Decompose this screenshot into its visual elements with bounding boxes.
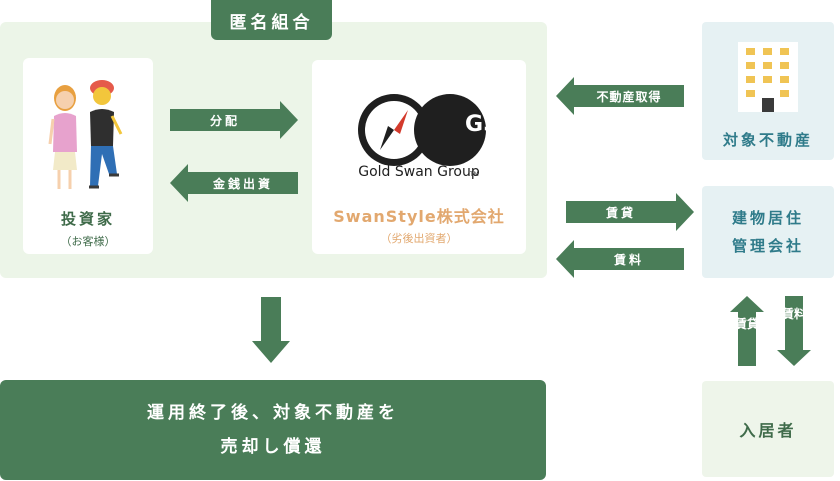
investor-card: 投資家 （お客様）: [23, 58, 153, 254]
lease-out-label: 賃貸: [605, 206, 636, 220]
rent-up-label: 賃料: [782, 307, 807, 321]
company-subtitle: （劣後出資者）: [380, 232, 458, 245]
distribution-arrow: 分配: [170, 101, 298, 143]
logo-tm: TM: [470, 171, 479, 178]
rent-in-arrow: 賃料: [556, 240, 684, 282]
fund-title: 匿名組合: [211, 0, 332, 40]
lease-out-arrow: 賃貸: [566, 193, 694, 235]
property-title: 対象不動産: [722, 131, 813, 149]
company-card: GSG TM Gold Swan Group SwanStyle株式会社 （劣後…: [312, 60, 526, 254]
company-name: SwanStyle株式会社: [333, 207, 505, 226]
outcome-box: 運用終了後、対象不動産を 売却し償還: [0, 380, 546, 480]
lease-down-arrow: 賃貸: [730, 296, 764, 370]
investor-subtitle: （お客様）: [60, 235, 116, 248]
building-icon: [738, 42, 798, 112]
lease-down-label: 賃貸: [735, 317, 760, 331]
manager-box: 建物居住 管理会社: [702, 186, 834, 278]
resident-box: 入居者: [702, 381, 834, 477]
manager-line2: 管理会社: [731, 237, 804, 255]
outcome-line1: 運用終了後、対象不動産を: [147, 403, 399, 423]
manager-line1: 建物居住: [731, 209, 804, 227]
acquisition-arrow: 不動産取得: [556, 77, 684, 119]
gsg-logo-icon: [358, 94, 486, 166]
investor-people-icon: [48, 80, 123, 189]
outcome-line2: 売却し償還: [220, 437, 326, 457]
investor-title: 投資家: [60, 210, 115, 228]
rent-in-label: 賃料: [613, 253, 644, 267]
property-box: 対象不動産: [702, 22, 834, 160]
investment-arrow: 金銭出資: [170, 164, 298, 206]
down-arrow: [252, 297, 290, 367]
rent-up-arrow: 賃料: [777, 296, 811, 370]
investment-label: 金銭出資: [212, 177, 273, 191]
acquisition-label: 不動産取得: [596, 90, 662, 104]
logo-text: GSG: [465, 112, 517, 137]
distribution-label: 分配: [209, 114, 240, 128]
logo-caption: Gold Swan Group: [358, 164, 480, 180]
